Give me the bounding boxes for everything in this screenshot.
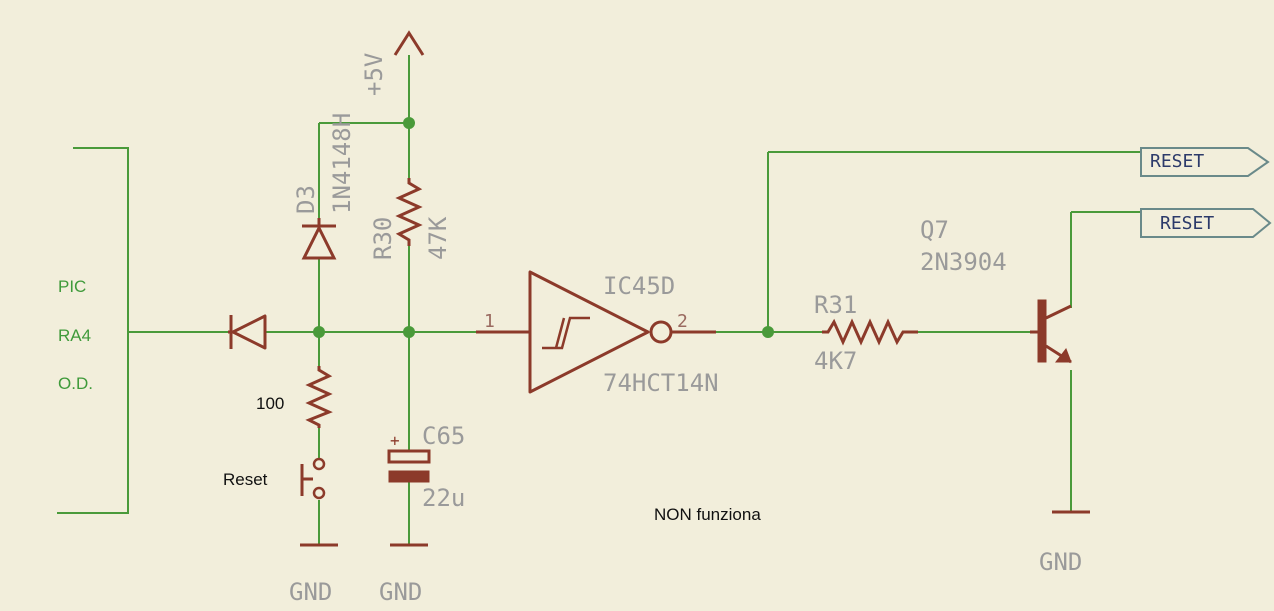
ground-3: GND xyxy=(1039,510,1090,576)
reset-switch-label: Reset xyxy=(223,470,268,489)
gate-value-label: 74HCT14N xyxy=(603,369,719,397)
supply-5v: +5V xyxy=(360,30,425,96)
reset-flag-1-label: RESET xyxy=(1150,151,1204,172)
resistor-r31: R31 4K7 xyxy=(814,291,918,375)
gate-pin-in-label: 1 xyxy=(484,311,495,332)
note-label: NON funziona xyxy=(654,505,761,524)
input-diode xyxy=(228,314,267,350)
gate-ref-label: IC45D xyxy=(603,272,675,300)
connector-label-pic: PIC xyxy=(58,277,86,296)
reset-switch: Reset xyxy=(223,457,326,500)
reset-flag-2-label: RESET xyxy=(1160,213,1214,234)
capacitor-c65: + C65 22u xyxy=(387,422,465,512)
ground-2: GND xyxy=(379,543,428,606)
c65-value-label: 22u xyxy=(422,484,465,512)
schmitt-inverter-ic45d: 1 2 IC45D 74HCT14N xyxy=(476,270,719,397)
junctions xyxy=(313,117,774,338)
resistor-100-value-label: 100 xyxy=(256,394,284,413)
supply-label: +5V xyxy=(360,53,388,96)
d3-ref-label: D3 xyxy=(292,185,320,214)
d3-value-label: 1N4148H xyxy=(328,113,356,214)
resistor-100: 100 xyxy=(256,366,333,428)
reset-flag-2: RESET xyxy=(1140,208,1272,238)
ground-1-label: GND xyxy=(289,578,332,606)
ground-2-label: GND xyxy=(379,578,422,606)
connector-label-ra4: RA4 xyxy=(58,326,91,345)
r30-ref-label: R30 xyxy=(369,217,397,260)
c65-ref-label: C65 xyxy=(422,422,465,450)
transistor-q7: Q7 2N3904 xyxy=(920,216,1072,364)
ground-1: GND xyxy=(289,543,338,606)
connector-label-od: O.D. xyxy=(58,374,93,393)
ground-3-label: GND xyxy=(1039,548,1082,576)
r31-value-label: 4K7 xyxy=(814,347,857,375)
gate-pin-out-label: 2 xyxy=(677,311,688,332)
pic-connector: PIC RA4 O.D. xyxy=(57,147,129,514)
reset-flag-1: RESET xyxy=(1140,147,1270,177)
wires xyxy=(128,55,1141,545)
r30-value-label: 47K xyxy=(424,216,452,260)
q7-ref-label: Q7 xyxy=(920,216,949,244)
resistor-r30: R30 47K xyxy=(369,178,452,260)
c65-polarity-mark: + xyxy=(390,431,400,450)
q7-value-label: 2N3904 xyxy=(920,248,1007,276)
r31-ref-label: R31 xyxy=(814,291,857,319)
diode-d3: D3 1N4148H xyxy=(292,113,356,260)
